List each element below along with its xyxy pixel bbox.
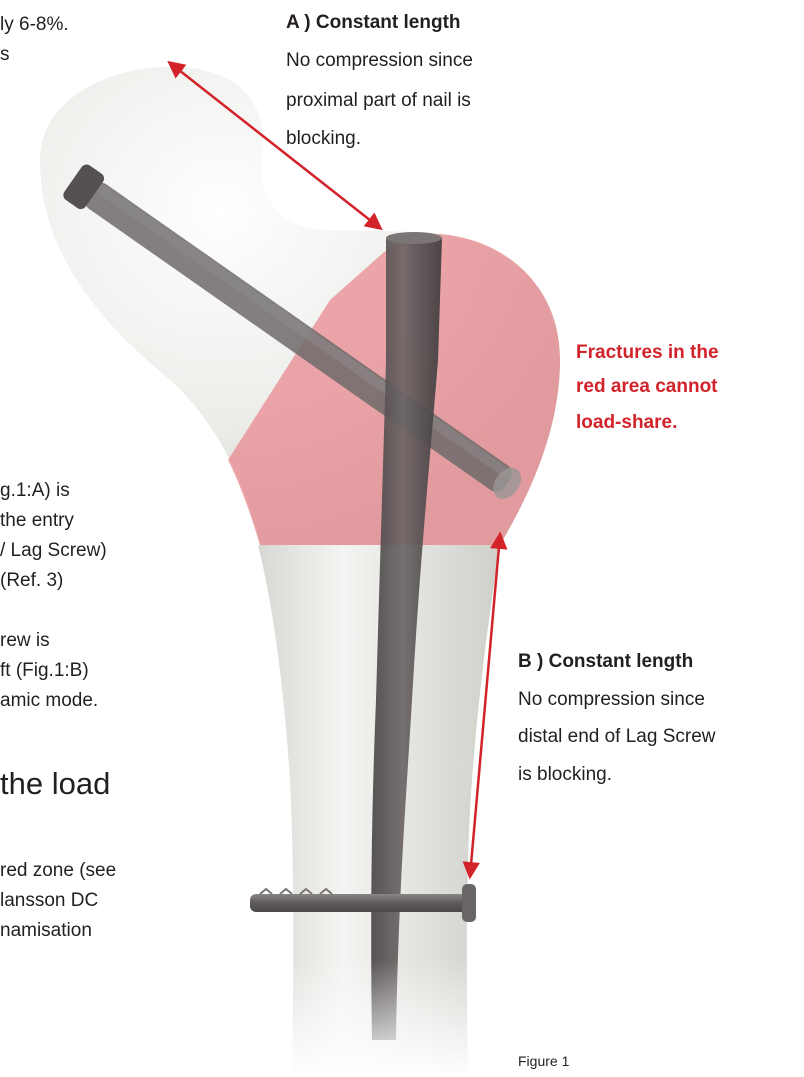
left-para2-line-3: amic mode. (0, 686, 98, 716)
left-para3-line-1: red zone (see (0, 856, 116, 886)
annotation-a-line-3: blocking. (286, 124, 361, 154)
left-para3-line-2: lansson DC (0, 886, 98, 916)
left-text-line-2: s (0, 40, 10, 70)
left-para1-line-1: g.1:A) is (0, 476, 70, 506)
annotation-a-line-2: proximal part of nail is (286, 86, 471, 116)
left-text-line-1: ly 6-8%. (0, 10, 69, 40)
left-para1-line-2: the entry (0, 506, 74, 536)
annotation-b-line-1: No compression since (518, 685, 705, 715)
red-area-note-line-2: red area cannot (576, 372, 718, 402)
left-para2-line-2: ft (Fig.1:B) (0, 656, 89, 686)
left-para2-line-1: rew is (0, 626, 50, 656)
annotation-a-line-1: No compression since (286, 46, 473, 76)
annotation-b-line-2: distal end of Lag Screw (518, 722, 716, 752)
annotation-a-title: A ) Constant length (286, 8, 461, 38)
annotation-b-line-3: is blocking. (518, 760, 612, 790)
red-area-note-line-1: Fractures in the (576, 338, 719, 368)
annotation-b-title: B ) Constant length (518, 647, 693, 677)
left-para1-line-3: / Lag Screw) (0, 536, 107, 566)
figure-caption: Figure 1 (518, 1046, 569, 1076)
left-para3-line-3: namisation (0, 916, 92, 946)
left-heading: the load (0, 766, 110, 802)
left-para1-line-4: (Ref. 3) (0, 566, 63, 596)
red-area-note-line-3: load-share. (576, 408, 677, 438)
